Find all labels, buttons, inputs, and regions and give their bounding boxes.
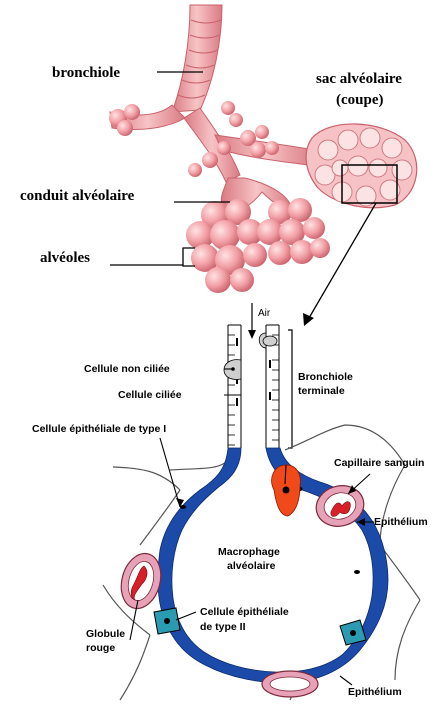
bronchial-tree-illustration: [109, 5, 417, 293]
wall-ticks: [228, 335, 279, 445]
capillary-bottom: [262, 671, 318, 697]
label-type-2-1: Cellule épithéliale: [200, 606, 289, 618]
air-arrow-head: [248, 330, 256, 339]
label-conduit-alveolaire: conduit alvéolaire: [20, 188, 135, 204]
label-epithelium-bottom: Epithélium: [348, 686, 402, 698]
label-epithelium-right: Epithélium: [374, 516, 428, 528]
label-macrophage-1: Macrophage: [218, 546, 280, 558]
label-bronchiole-terminale-2: terminale: [298, 385, 345, 397]
label-bronchiole-terminale-1: Bronchiole: [298, 371, 353, 383]
label-bronchiole: bronchiole: [52, 65, 120, 81]
alveoli-cluster-left: [186, 199, 267, 293]
label-cellule-ciliee: Cellule ciliée: [118, 389, 182, 401]
sac-alveolaire-section: [306, 124, 417, 208]
label-macrophage-2: alvéolaire: [227, 560, 276, 572]
label-sac-coupe: (coupe): [336, 92, 384, 108]
label-capillaire-sanguin: Capillaire sanguin: [334, 457, 424, 469]
zoom-arrow-head: [303, 313, 314, 326]
label-globule-1: Globule: [86, 628, 125, 640]
label-alveoles: alvéoles: [40, 250, 90, 266]
label-type-2-2: de type II: [200, 621, 246, 633]
label-air: Air: [258, 308, 271, 319]
alveoli-cluster-right: [257, 198, 330, 265]
type-2-cell-right: [340, 620, 366, 645]
label-epithelial-type-1: Cellule épithéliale de type I: [32, 423, 166, 435]
pointer-lines: [130, 369, 374, 685]
type-2-cell-left: [154, 608, 180, 634]
label-globule-2: rouge: [86, 642, 115, 654]
label-cellule-non-ciliee: Cellule non ciliée: [84, 363, 170, 375]
label-sac-alveolaire: sac alvéolaire: [316, 71, 402, 87]
bronchiole-terminale-bracket: [288, 330, 292, 448]
